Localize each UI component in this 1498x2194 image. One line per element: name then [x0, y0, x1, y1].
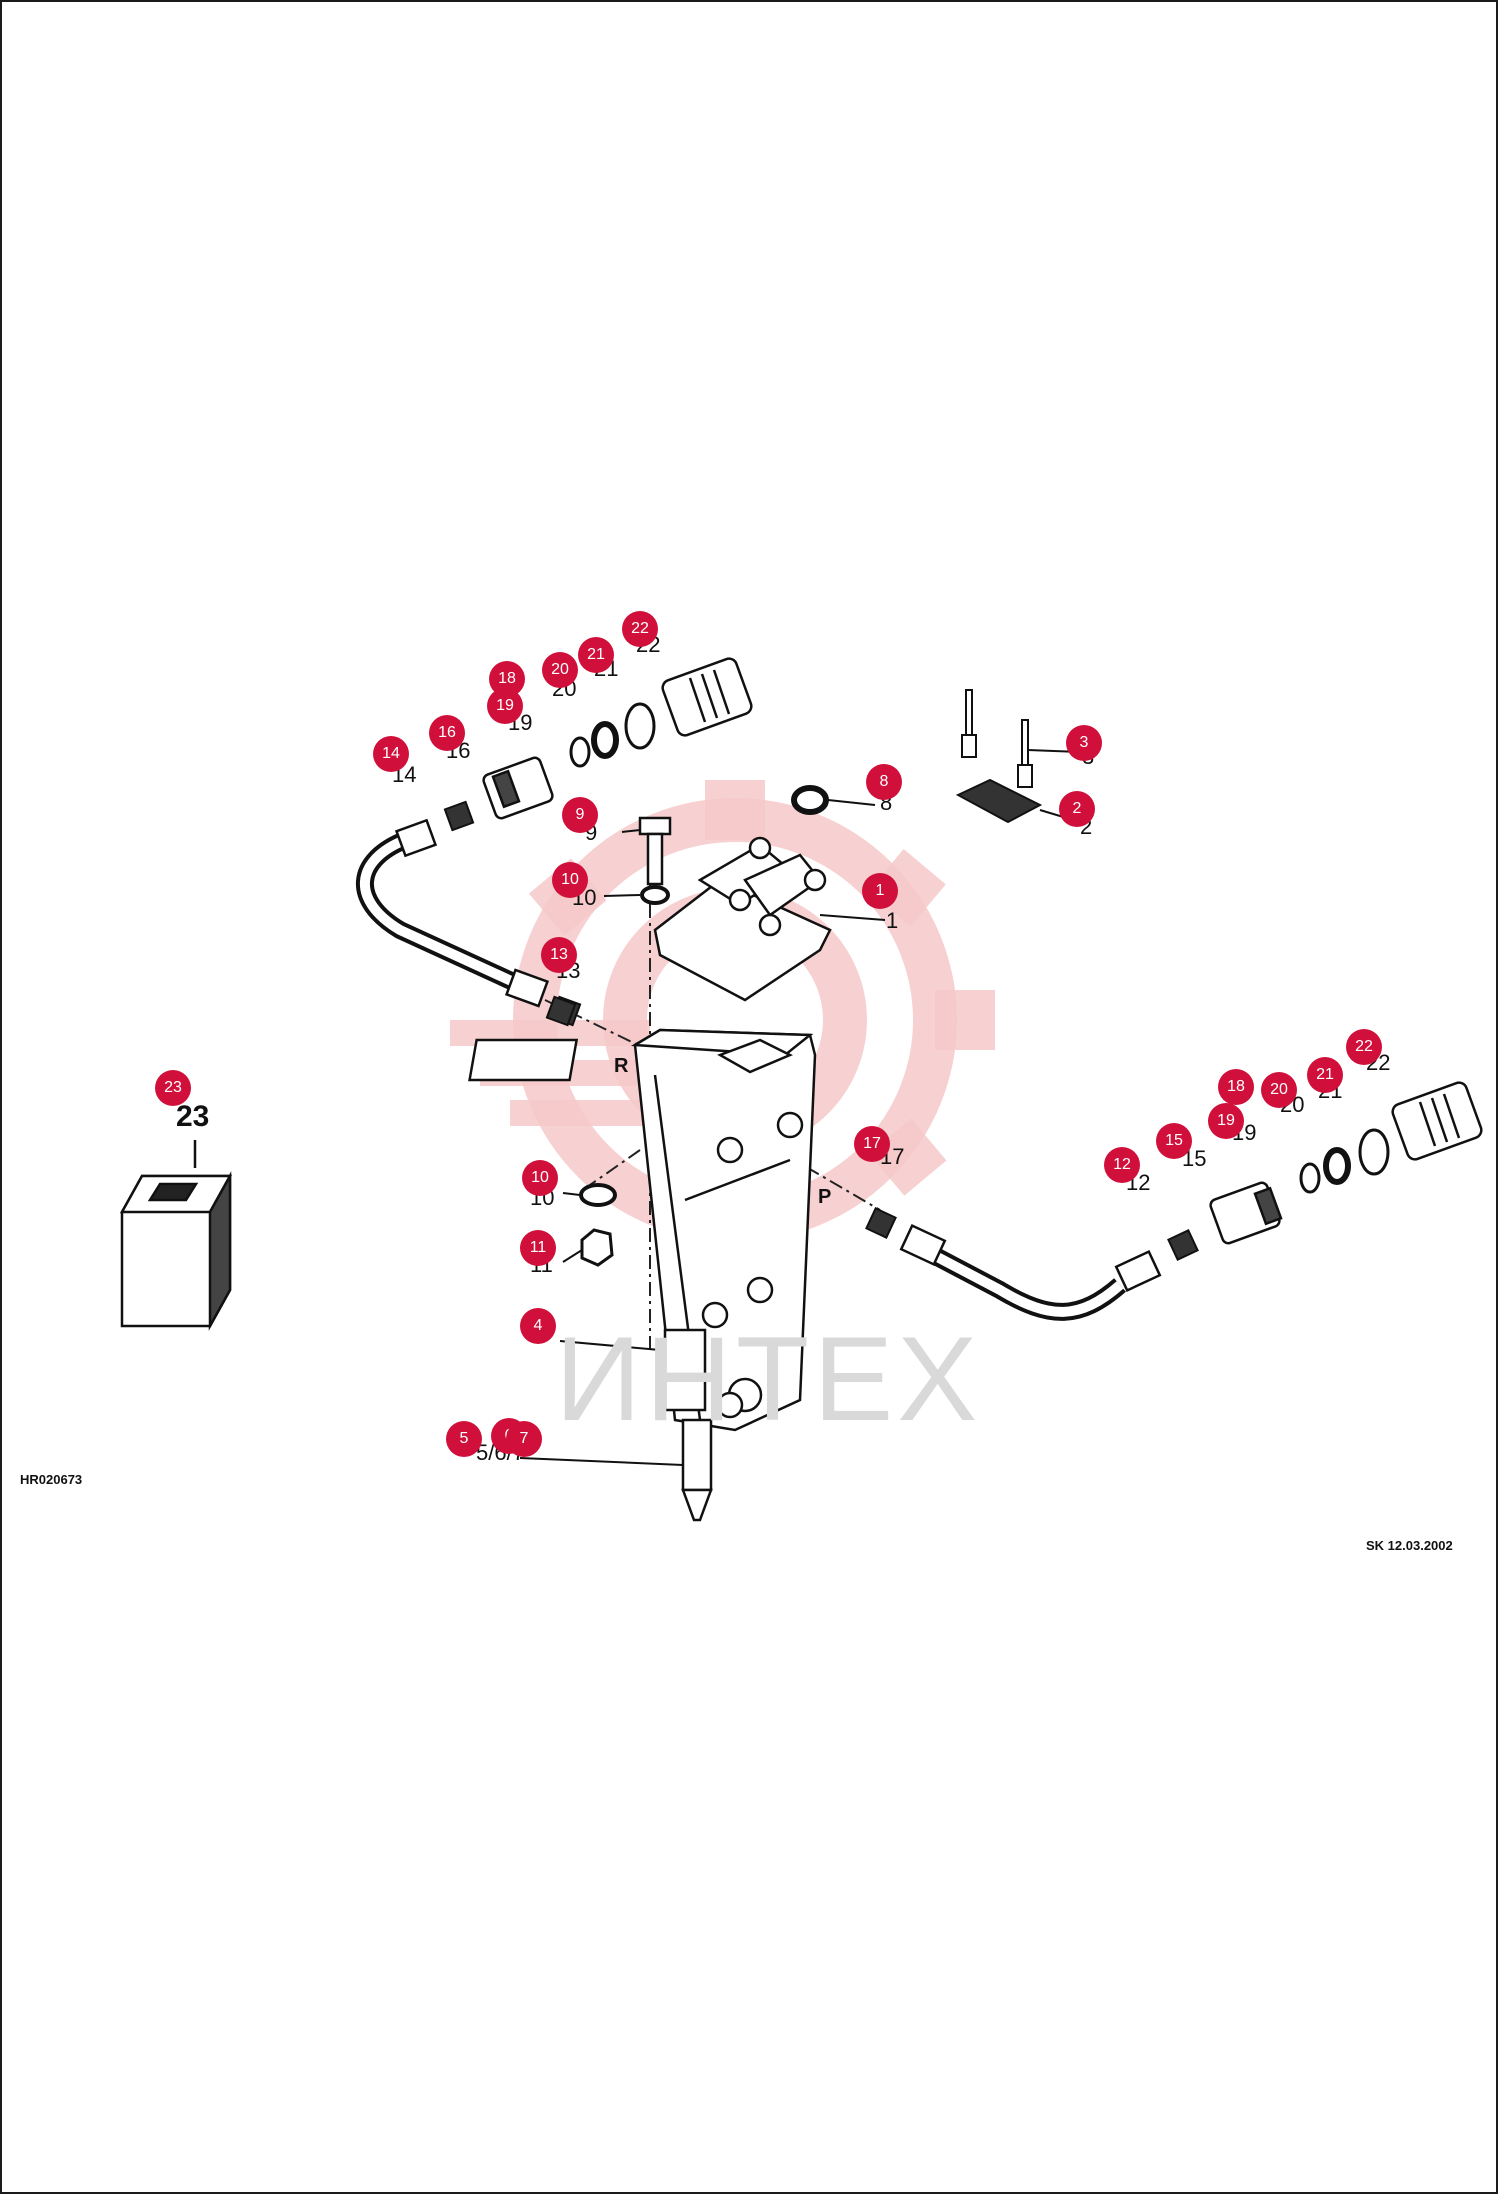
callout-19-right[interactable]: 19	[1208, 1103, 1244, 1139]
port-r-label: R	[614, 1055, 629, 1077]
mounting-bracket-1	[653, 836, 832, 1002]
callout-7[interactable]: 7	[506, 1421, 542, 1457]
washer-10-lower-icon	[579, 1183, 617, 1207]
callout-17[interactable]: 17	[854, 1126, 890, 1162]
callout-10-lower[interactable]: 10	[522, 1160, 558, 1196]
hose-fitting-12-icon	[899, 1223, 1162, 1293]
callout-22-left[interactable]: 22	[622, 611, 658, 647]
date-stamp: SK 12.03.2002	[1366, 1538, 1453, 1553]
coupling-female-right-icon	[1391, 1081, 1483, 1161]
bolt-9-icon	[638, 816, 672, 886]
callout-12[interactable]: 12	[1104, 1147, 1140, 1183]
part-number: 1	[886, 908, 899, 933]
spare-kit-box-23-icon	[119, 1140, 233, 1331]
callout-18-right[interactable]: 18	[1218, 1069, 1254, 1105]
callout-8[interactable]: 8	[866, 764, 902, 800]
callout-3[interactable]: 3	[1066, 725, 1102, 761]
watermark-text: ИНТЕХ	[555, 1312, 982, 1446]
breaker-body-4	[468, 1028, 817, 1432]
port-p-label: P	[818, 1186, 832, 1208]
callout-13[interactable]: 13	[541, 937, 577, 973]
callout-22-right[interactable]: 22	[1346, 1029, 1382, 1065]
callout-20-left[interactable]: 20	[542, 652, 578, 688]
coupling-female-icon	[661, 657, 753, 737]
callout-19-left[interactable]: 19	[487, 688, 523, 724]
hose-fitting-14-icon	[394, 818, 550, 1008]
adapter-15-17-icon	[865, 1207, 1199, 1261]
chisel-5-6-7	[681, 1418, 713, 1522]
callout-15[interactable]: 15	[1156, 1123, 1192, 1159]
callout-4[interactable]: 4	[520, 1308, 556, 1344]
callout-16[interactable]: 16	[429, 715, 465, 751]
ring-8-icon	[791, 785, 829, 815]
hose-return-line	[355, 831, 524, 994]
nut-11-icon	[580, 1228, 614, 1267]
callout-11[interactable]: 11	[520, 1230, 556, 1266]
drawing-code: HR020673	[20, 1472, 83, 1487]
callout-1[interactable]: 1	[862, 873, 898, 909]
callout-2[interactable]: 2	[1059, 791, 1095, 827]
callout-23[interactable]: 23	[155, 1070, 191, 1106]
leader-lines	[519, 749, 1081, 1466]
quick-coupling-19-icon	[482, 756, 554, 820]
box-part-label: 23	[176, 1100, 210, 1133]
seal-rings-right-icon	[1299, 1128, 1390, 1194]
callout-21-right[interactable]: 21	[1307, 1057, 1343, 1093]
callout-20-right[interactable]: 20	[1261, 1072, 1297, 1108]
hose-pressure-line	[900, 1232, 1126, 1321]
quick-coupling-19-right-icon	[1209, 1181, 1283, 1245]
callout-14[interactable]: 14	[373, 736, 409, 772]
fitting-13-icon	[545, 995, 577, 1027]
callout-10-upper[interactable]: 10	[552, 862, 588, 898]
seal-rings-20-21-22-icon	[569, 702, 656, 768]
callout-21-left[interactable]: 21	[578, 637, 614, 673]
callout-5[interactable]: 5	[446, 1421, 482, 1457]
callout-9[interactable]: 9	[562, 797, 598, 833]
washer-10-icon	[640, 885, 670, 905]
bolt-3-icon	[961, 689, 1033, 788]
wear-plate-2-icon	[955, 778, 1043, 824]
